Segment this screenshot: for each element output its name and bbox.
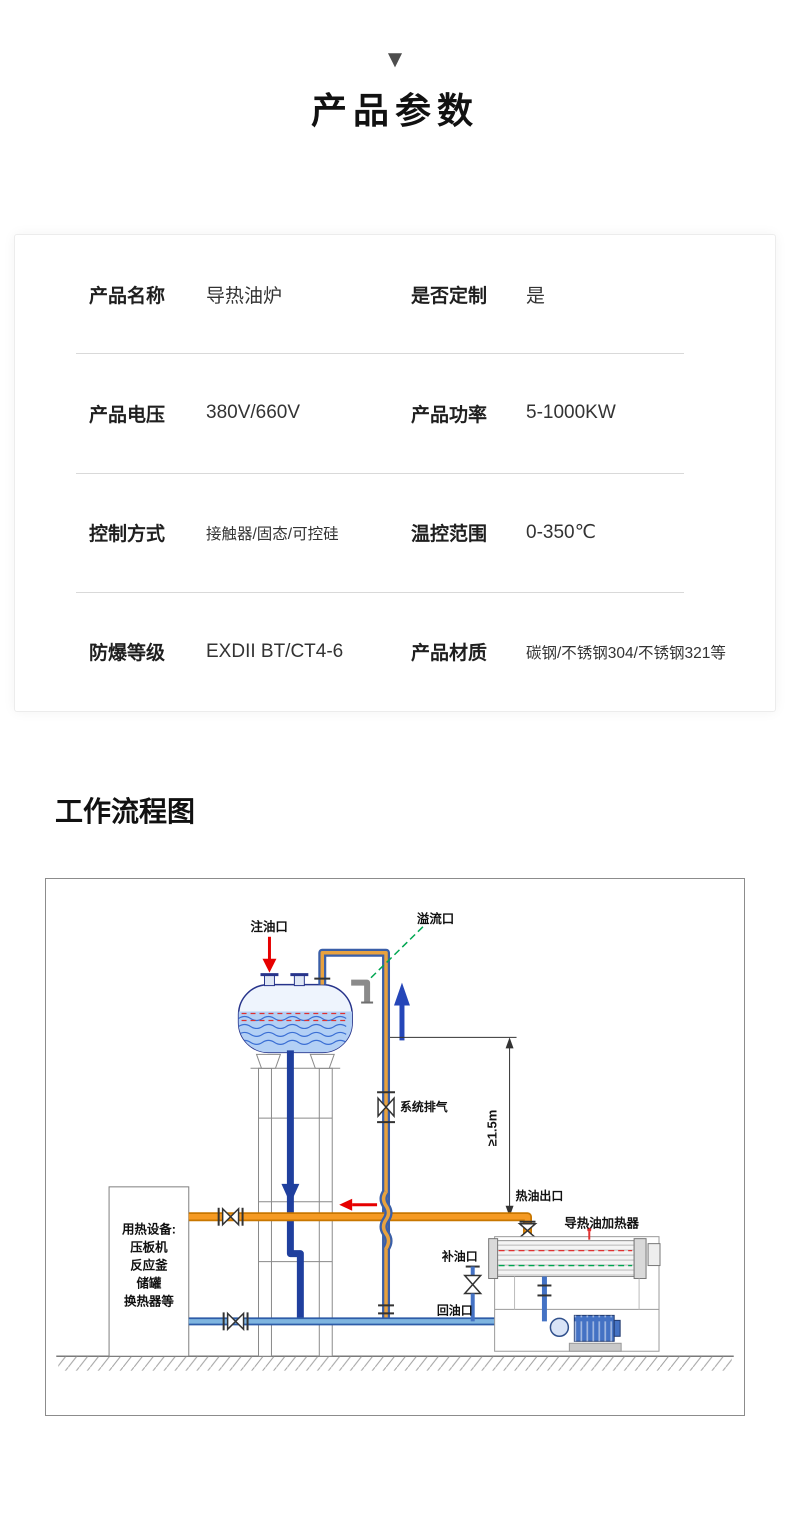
param-value: 接触器/固态/可控硅 xyxy=(206,525,339,543)
flow-diagram: 用热设备: 压板机 反应釜 储罐 换热器等 xyxy=(45,878,745,1416)
section-marker-icon: ▼ xyxy=(383,46,407,73)
param-label: 产品电压 xyxy=(89,404,166,426)
param-value: 导热油炉 xyxy=(206,285,283,307)
makeup-port-label: 补油口 xyxy=(441,1249,478,1264)
param-value: EXDII BT/CT4-6 xyxy=(206,640,344,662)
ground-line xyxy=(56,1355,734,1371)
flow-diagram-svg: 用热设备: 压板机 反应釜 储罐 换热器等 xyxy=(56,911,734,1371)
system-vent-valve: 系统排气 xyxy=(377,1091,448,1124)
expansion-tank xyxy=(237,973,353,1054)
equipment-label: 反应釜 xyxy=(130,1258,168,1273)
row-divider xyxy=(76,472,684,474)
heater-label: 导热油加热器 xyxy=(564,1216,639,1231)
overflow-port-callout: 溢流口 xyxy=(369,911,454,980)
product-params-card: 产品名称 导热油炉 是否定制 是 产品电压 380V/660V 产品功率 5-1… xyxy=(14,234,776,712)
valve-icon xyxy=(222,1311,249,1332)
riser-crossing xyxy=(378,1189,395,1315)
equipment-label: 压板机 xyxy=(130,1240,168,1255)
param-row-1: 产品名称 导热油炉 是否定制 是 xyxy=(15,235,775,353)
param-label: 产品名称 xyxy=(89,285,166,307)
param-row-3: 控制方式 接触器/固态/可控硅 温控范围 0-350℃ xyxy=(15,474,775,592)
inject-port-label: 注油口 xyxy=(251,919,288,934)
valve-icon xyxy=(517,1220,538,1239)
support-tower xyxy=(250,1053,341,1357)
flow-arrow-down xyxy=(281,1183,300,1204)
supply-pipe xyxy=(281,1050,304,1322)
equipment-box: 用热设备: 压板机 反应釜 储罐 换热器等 xyxy=(108,1186,190,1357)
flow-section-title: 工作流程图 xyxy=(55,796,196,827)
inject-port-callout: 注油口 xyxy=(251,919,288,973)
param-value: 0-350℃ xyxy=(526,522,596,544)
height-dimension-label: ≥1.5m xyxy=(485,1110,500,1147)
equipment-label: 储罐 xyxy=(135,1275,161,1290)
motor-icon xyxy=(573,1314,621,1342)
param-label: 温控范围 xyxy=(411,524,488,546)
riser-pipe xyxy=(314,948,391,1322)
param-value: 是 xyxy=(526,285,546,307)
overflow-outlet-pipe xyxy=(351,979,374,1004)
flow-arrow-left xyxy=(339,1198,378,1211)
param-label: 是否定制 xyxy=(411,285,488,307)
param-row-2: 产品电压 380V/660V 产品功率 5-1000KW xyxy=(15,354,775,472)
page-title: 产品参数 xyxy=(310,90,479,131)
param-label: 产品功率 xyxy=(411,404,488,426)
param-value: 碳钢/不锈钢304/不锈钢321等 xyxy=(526,644,726,662)
inject-arrow-icon xyxy=(262,958,277,973)
param-value: 5-1000KW xyxy=(526,402,616,424)
param-label: 产品材质 xyxy=(411,643,488,665)
row-divider xyxy=(76,591,684,593)
equipment-label: 用热设备: xyxy=(121,1222,176,1237)
height-dimension: ≥1.5m xyxy=(390,1036,517,1217)
param-row-4: 防爆等级 EXDII BT/CT4-6 产品材质 碳钢/不锈钢304/不锈钢32… xyxy=(15,593,775,711)
heater-unit: 导热油加热器 xyxy=(488,1216,661,1352)
system-vent-label: 系统排气 xyxy=(400,1099,448,1114)
hot-oil-outlet-label: 热油出口 xyxy=(516,1188,564,1203)
param-label: 防爆等级 xyxy=(89,643,166,665)
equipment-label: 换热器等 xyxy=(124,1293,174,1308)
pump-icon xyxy=(549,1317,570,1338)
row-divider xyxy=(76,353,684,355)
flow-arrow-up xyxy=(394,982,410,1041)
param-label: 控制方式 xyxy=(89,524,166,546)
param-value: 380V/660V xyxy=(206,402,301,424)
valve-icon xyxy=(217,1206,244,1227)
hot-oil-pipe: 热油出口 xyxy=(188,1188,564,1239)
return-port-label: 回油口 xyxy=(437,1302,473,1317)
overflow-port-label: 溢流口 xyxy=(417,911,454,926)
makeup-valve: 补油口 回油口 xyxy=(437,1249,483,1322)
